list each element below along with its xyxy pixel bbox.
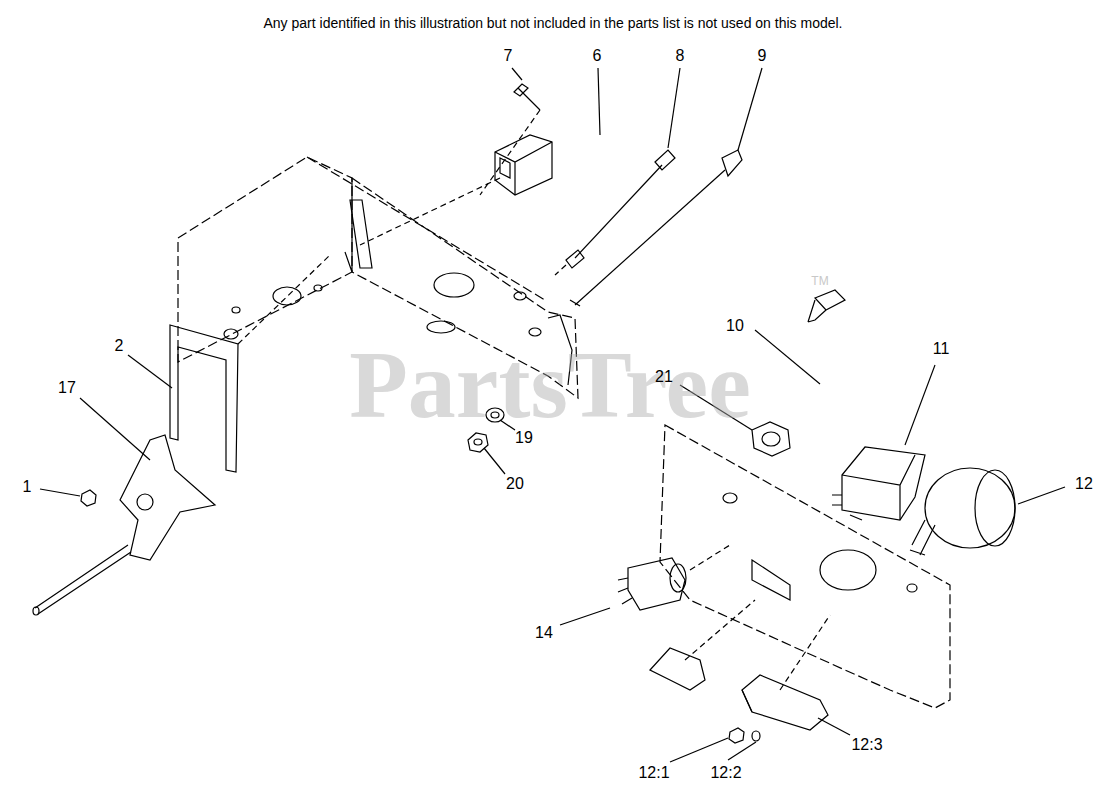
callout-number: 12:2 xyxy=(710,764,741,782)
note-text: Any part identified in this illustration… xyxy=(264,16,843,31)
callout-number: 19 xyxy=(515,429,533,447)
trademark: TM xyxy=(811,275,828,288)
callout-number: 2 xyxy=(115,337,124,355)
callout-number: 9 xyxy=(758,47,767,65)
callout-number: 21 xyxy=(655,368,673,386)
callout-number: 12:1 xyxy=(638,764,669,782)
watermark: PartsTree xyxy=(349,332,751,438)
callout-number: 1 xyxy=(23,478,32,496)
callout-number: 20 xyxy=(506,475,524,493)
callout-number: 8 xyxy=(676,47,685,65)
callout-number: 11 xyxy=(933,340,950,358)
callout-number: 10 xyxy=(726,317,744,335)
callout-number: 7 xyxy=(504,47,513,65)
callout-number: 17 xyxy=(58,379,76,397)
callout-number: 12:3 xyxy=(851,736,882,754)
callout-number: 6 xyxy=(593,47,602,65)
callout-number: 12 xyxy=(1075,475,1093,493)
callout-number: 14 xyxy=(535,624,553,642)
